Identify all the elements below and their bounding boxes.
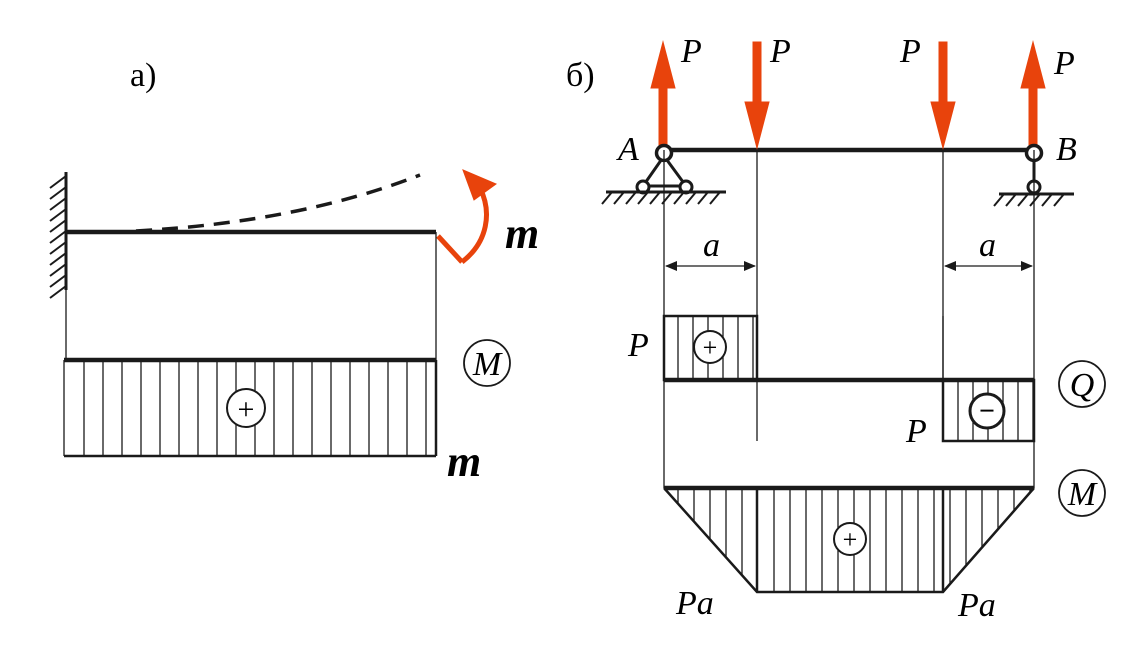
diagram-symbol-m-b: M	[1067, 476, 1098, 513]
support-label-a: A	[616, 131, 639, 168]
diagram-symbol-q: Q	[1070, 367, 1095, 404]
wall-hatch-line	[49, 252, 67, 266]
moment-value-left: Pa	[675, 585, 714, 622]
ground-hatch-line	[1053, 193, 1065, 207]
wall-hatch-line	[49, 274, 67, 288]
sign-plus-circle	[833, 522, 867, 556]
ground-hatch-line	[673, 191, 685, 205]
sign-plus-m: +	[843, 525, 858, 554]
ground-hatch-line	[601, 191, 613, 205]
ground-hatch-line	[1029, 193, 1041, 207]
panel-a: а) m + M m	[49, 57, 539, 486]
ground-hatch-line	[709, 191, 721, 205]
wall-hatch-line	[49, 230, 67, 244]
ground-hatch-line	[697, 191, 709, 205]
force-arrow-icon	[1020, 40, 1046, 149]
force-label-4: P	[1053, 45, 1075, 82]
wall-hatch-line	[49, 241, 67, 255]
ground-hatch-line	[1005, 193, 1017, 207]
force-label-1: P	[680, 33, 702, 70]
ground-hatch-line	[1041, 193, 1053, 207]
wall-hatch-line	[49, 219, 67, 233]
wall-hatch-line	[49, 285, 67, 299]
ground-hatch-line	[613, 191, 625, 205]
dimension-label-right: a	[979, 227, 996, 264]
force-arrow-icon	[650, 40, 676, 149]
applied-moment-icon	[436, 169, 498, 264]
sign-minus-q: −	[979, 396, 995, 427]
diagram-symbol-circle	[463, 339, 511, 387]
shear-value-neg: P	[905, 413, 927, 450]
ground-hatch-line	[637, 191, 649, 205]
ground-hatch-line	[685, 191, 697, 205]
shear-diagram	[662, 314, 1036, 443]
force-label-3: P	[899, 33, 921, 70]
diagram-symbol-m-a: M	[472, 346, 503, 383]
fixed-wall	[49, 172, 68, 299]
moment-diagram-a	[63, 357, 438, 458]
force-label-2: P	[769, 33, 791, 70]
panel-b: б) P P P P	[566, 33, 1106, 624]
ground-hatch-line	[625, 191, 637, 205]
ground-hatch-line	[993, 193, 1005, 207]
panel-b-label: б)	[566, 57, 595, 94]
wall-hatch-line	[49, 263, 67, 277]
sign-plus-circle	[226, 388, 266, 428]
sign-plus-a: +	[238, 393, 255, 426]
shear-value-pos: P	[627, 327, 649, 364]
deflection-curve	[135, 173, 421, 233]
panel-a-label: а)	[130, 57, 156, 94]
wall-hatch-line	[49, 175, 67, 189]
sign-plus-circle	[693, 330, 727, 364]
wall-hatch-line	[49, 197, 67, 211]
dimension-label-left: a	[703, 227, 720, 264]
support-label-b: B	[1056, 131, 1077, 168]
force-arrow-icon	[744, 41, 770, 150]
moment-m-label: m	[505, 209, 539, 258]
moment-value-right: Pa	[957, 587, 996, 624]
sign-minus-circle	[968, 392, 1006, 430]
diagram-symbol-circle	[1058, 469, 1106, 517]
diagram-symbol-circle	[1058, 360, 1106, 408]
sign-plus-q: +	[703, 333, 718, 362]
moment-diagram-b	[663, 485, 1035, 594]
wall-hatch-line	[49, 208, 67, 222]
diagram-value-m: m	[447, 437, 481, 486]
ground-hatch-line	[649, 191, 661, 205]
force-arrow-icon	[930, 41, 956, 150]
ground-hatch-line	[1017, 193, 1029, 207]
wall-hatch-line	[49, 186, 67, 200]
